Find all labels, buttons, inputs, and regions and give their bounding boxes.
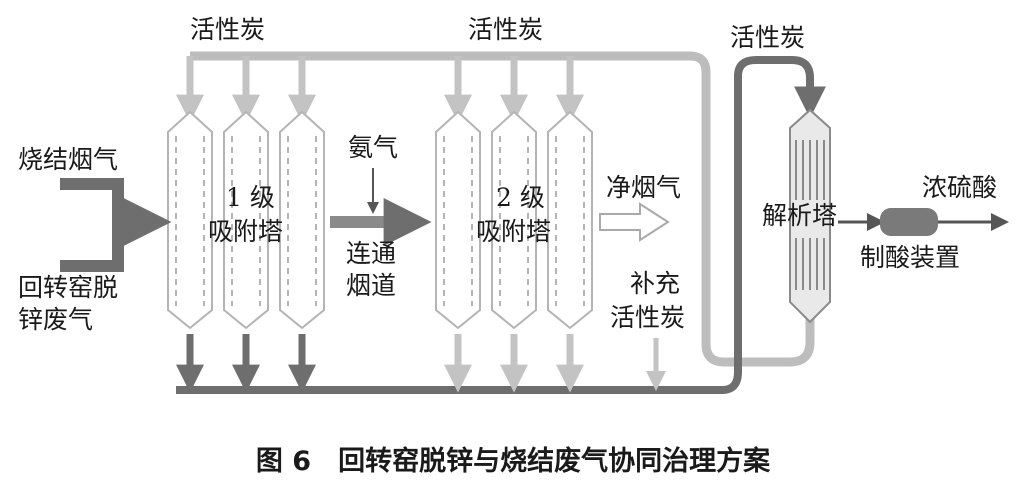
label-carbon-top-left: 活性炭 <box>190 15 265 44</box>
label-supp-line2: 活性炭 <box>610 303 685 332</box>
label-stage1-line1: 1 级 <box>226 183 275 212</box>
stage2-adsorption-towers <box>435 110 593 330</box>
acid-plant-unit <box>880 208 938 236</box>
label-carbon-top-mid: 活性炭 <box>468 15 543 44</box>
label-kiln-gas-line1: 回转窑脱 <box>18 273 118 302</box>
label-duct-line1: 连通 <box>346 239 396 268</box>
label-sinter-gas: 烧结烟气 <box>18 145 118 174</box>
stage1-adsorption-towers <box>167 110 325 330</box>
label-stage2-line2: 吸附塔 <box>476 217 551 246</box>
label-sulfuric-acid: 浓硫酸 <box>922 173 997 202</box>
spent-carbon-loop <box>176 56 826 394</box>
label-duct-line2: 烟道 <box>346 271 396 300</box>
label-ammonia: 氨气 <box>348 133 398 162</box>
carbon-loop <box>176 51 815 367</box>
label-acid-plant: 制酸装置 <box>860 243 960 272</box>
label-desorber: 解析塔 <box>762 201 837 230</box>
label-carbon-top-right: 活性炭 <box>730 23 805 52</box>
desorber-tower <box>789 108 831 324</box>
label-stage1-line2: 吸附塔 <box>208 217 283 246</box>
acid-plant-flow <box>838 208 1009 236</box>
figure-caption: 图 6 回转窑脱锌与烧结废气协同治理方案 <box>256 445 771 477</box>
inlet-gas-flow <box>60 178 172 272</box>
connecting-duct-flow <box>330 168 432 246</box>
label-clean-gas: 净烟气 <box>606 173 681 202</box>
label-kiln-gas-line2: 锌废气 <box>18 305 93 334</box>
label-supp-line1: 补充 <box>630 269 680 298</box>
label-stage2-line1: 2 级 <box>496 183 545 212</box>
clean-gas-flow <box>599 202 670 242</box>
